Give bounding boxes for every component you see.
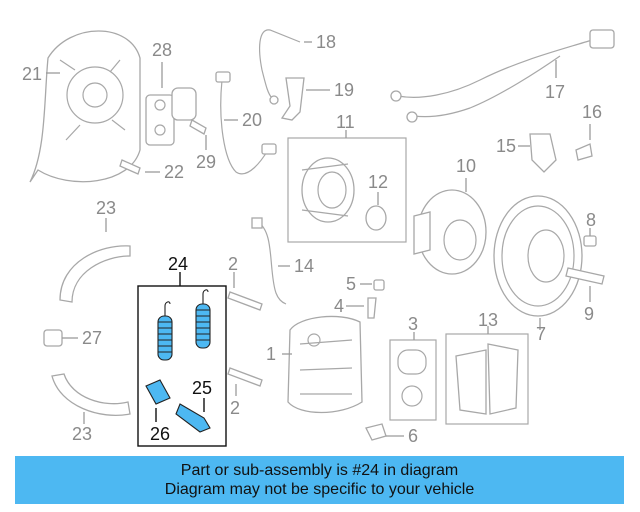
callout-20: 20 xyxy=(242,110,262,130)
callout-3: 3 xyxy=(408,314,418,334)
part-11-wheel-bearing[interactable] xyxy=(301,157,355,223)
part-29-bolt[interactable] xyxy=(189,119,207,150)
callout-23a: 23 xyxy=(96,198,116,218)
part-27-adjuster[interactable] xyxy=(43,329,78,347)
part-24-spring-left[interactable] xyxy=(157,301,173,361)
part-9-stud[interactable] xyxy=(565,267,605,302)
callout-6: 6 xyxy=(408,426,418,446)
part-28-parking-brake-motor[interactable] xyxy=(145,62,197,146)
part-2-bolt-lower[interactable] xyxy=(227,367,263,396)
callout-2b: 2 xyxy=(230,398,240,418)
part-10-wheel-hub[interactable] xyxy=(413,178,487,275)
callout-18: 18 xyxy=(316,32,336,52)
callout-23b: 23 xyxy=(72,424,92,444)
part-15-wheel-speed-sensor[interactable] xyxy=(518,133,557,173)
callout-24: 24 xyxy=(168,254,188,274)
callout-11: 11 xyxy=(336,112,355,132)
callout-26: 26 xyxy=(150,424,170,444)
callout-8: 8 xyxy=(586,210,596,230)
callout-7: 7 xyxy=(536,324,546,344)
part-8-screw[interactable] xyxy=(583,228,597,247)
callout-27: 27 xyxy=(82,328,102,348)
callout-14: 14 xyxy=(294,256,314,276)
info-banner: Part or sub-assembly is #24 in diagram D… xyxy=(15,456,624,504)
part-19-bracket[interactable] xyxy=(280,77,330,121)
callout-10: 10 xyxy=(456,156,476,176)
box-part-24-hardware-kit[interactable] xyxy=(137,285,227,447)
box-part-3 xyxy=(389,339,437,421)
box-part-11 xyxy=(287,137,407,243)
part-6-clip[interactable] xyxy=(365,423,404,441)
callout-1: 1 xyxy=(266,344,276,364)
part-24-spring-right[interactable] xyxy=(195,289,211,349)
callout-5: 5 xyxy=(346,274,356,294)
banner-line-2: Diagram may not be specific to your vehi… xyxy=(164,481,475,498)
part-22-bolt[interactable] xyxy=(119,159,160,175)
part-13-brake-pads[interactable] xyxy=(455,343,519,415)
part-5-bleeder-cap[interactable] xyxy=(360,279,385,291)
part-7-brake-rotor[interactable] xyxy=(493,195,583,330)
part-21-dust-shield[interactable] xyxy=(29,30,141,183)
callout-19: 19 xyxy=(334,80,354,100)
part-23-brake-shoe-lower[interactable] xyxy=(51,373,131,424)
callout-29: 29 xyxy=(196,152,216,172)
callout-13: 13 xyxy=(478,310,498,330)
part-23-brake-shoe-upper[interactable] xyxy=(59,218,131,303)
part-14-pad-wear-sensor[interactable] xyxy=(251,217,290,305)
part-16-bolt[interactable] xyxy=(575,124,593,161)
callout-21: 21 xyxy=(22,64,42,84)
callout-17: 17 xyxy=(545,82,565,102)
callout-12: 12 xyxy=(368,172,388,192)
part-20-brake-hose[interactable] xyxy=(215,71,277,175)
part-1-caliper[interactable] xyxy=(282,315,363,414)
part-12-nut[interactable] xyxy=(365,192,387,231)
part-4-bleeder-screw[interactable] xyxy=(346,297,377,319)
callout-9: 9 xyxy=(584,304,594,324)
part-18-wear-sensor[interactable] xyxy=(259,29,312,105)
callout-2a: 2 xyxy=(228,254,238,274)
callout-22: 22 xyxy=(164,162,184,182)
part-26-retaining-spring[interactable] xyxy=(145,379,171,422)
callout-28: 28 xyxy=(152,40,172,60)
part-3-piston-seals[interactable] xyxy=(397,349,427,407)
callout-4: 4 xyxy=(334,296,344,316)
callout-25: 25 xyxy=(192,378,212,398)
callout-15: 15 xyxy=(496,136,516,156)
part-17-wire-harness[interactable] xyxy=(390,29,615,123)
part-25-retaining-pin[interactable] xyxy=(175,398,211,433)
banner-line-1: Part or sub-assembly is #24 in diagram xyxy=(180,462,459,479)
box-part-13 xyxy=(445,333,529,425)
callout-16: 16 xyxy=(582,102,602,122)
part-2-bolt-upper[interactable] xyxy=(227,272,263,311)
